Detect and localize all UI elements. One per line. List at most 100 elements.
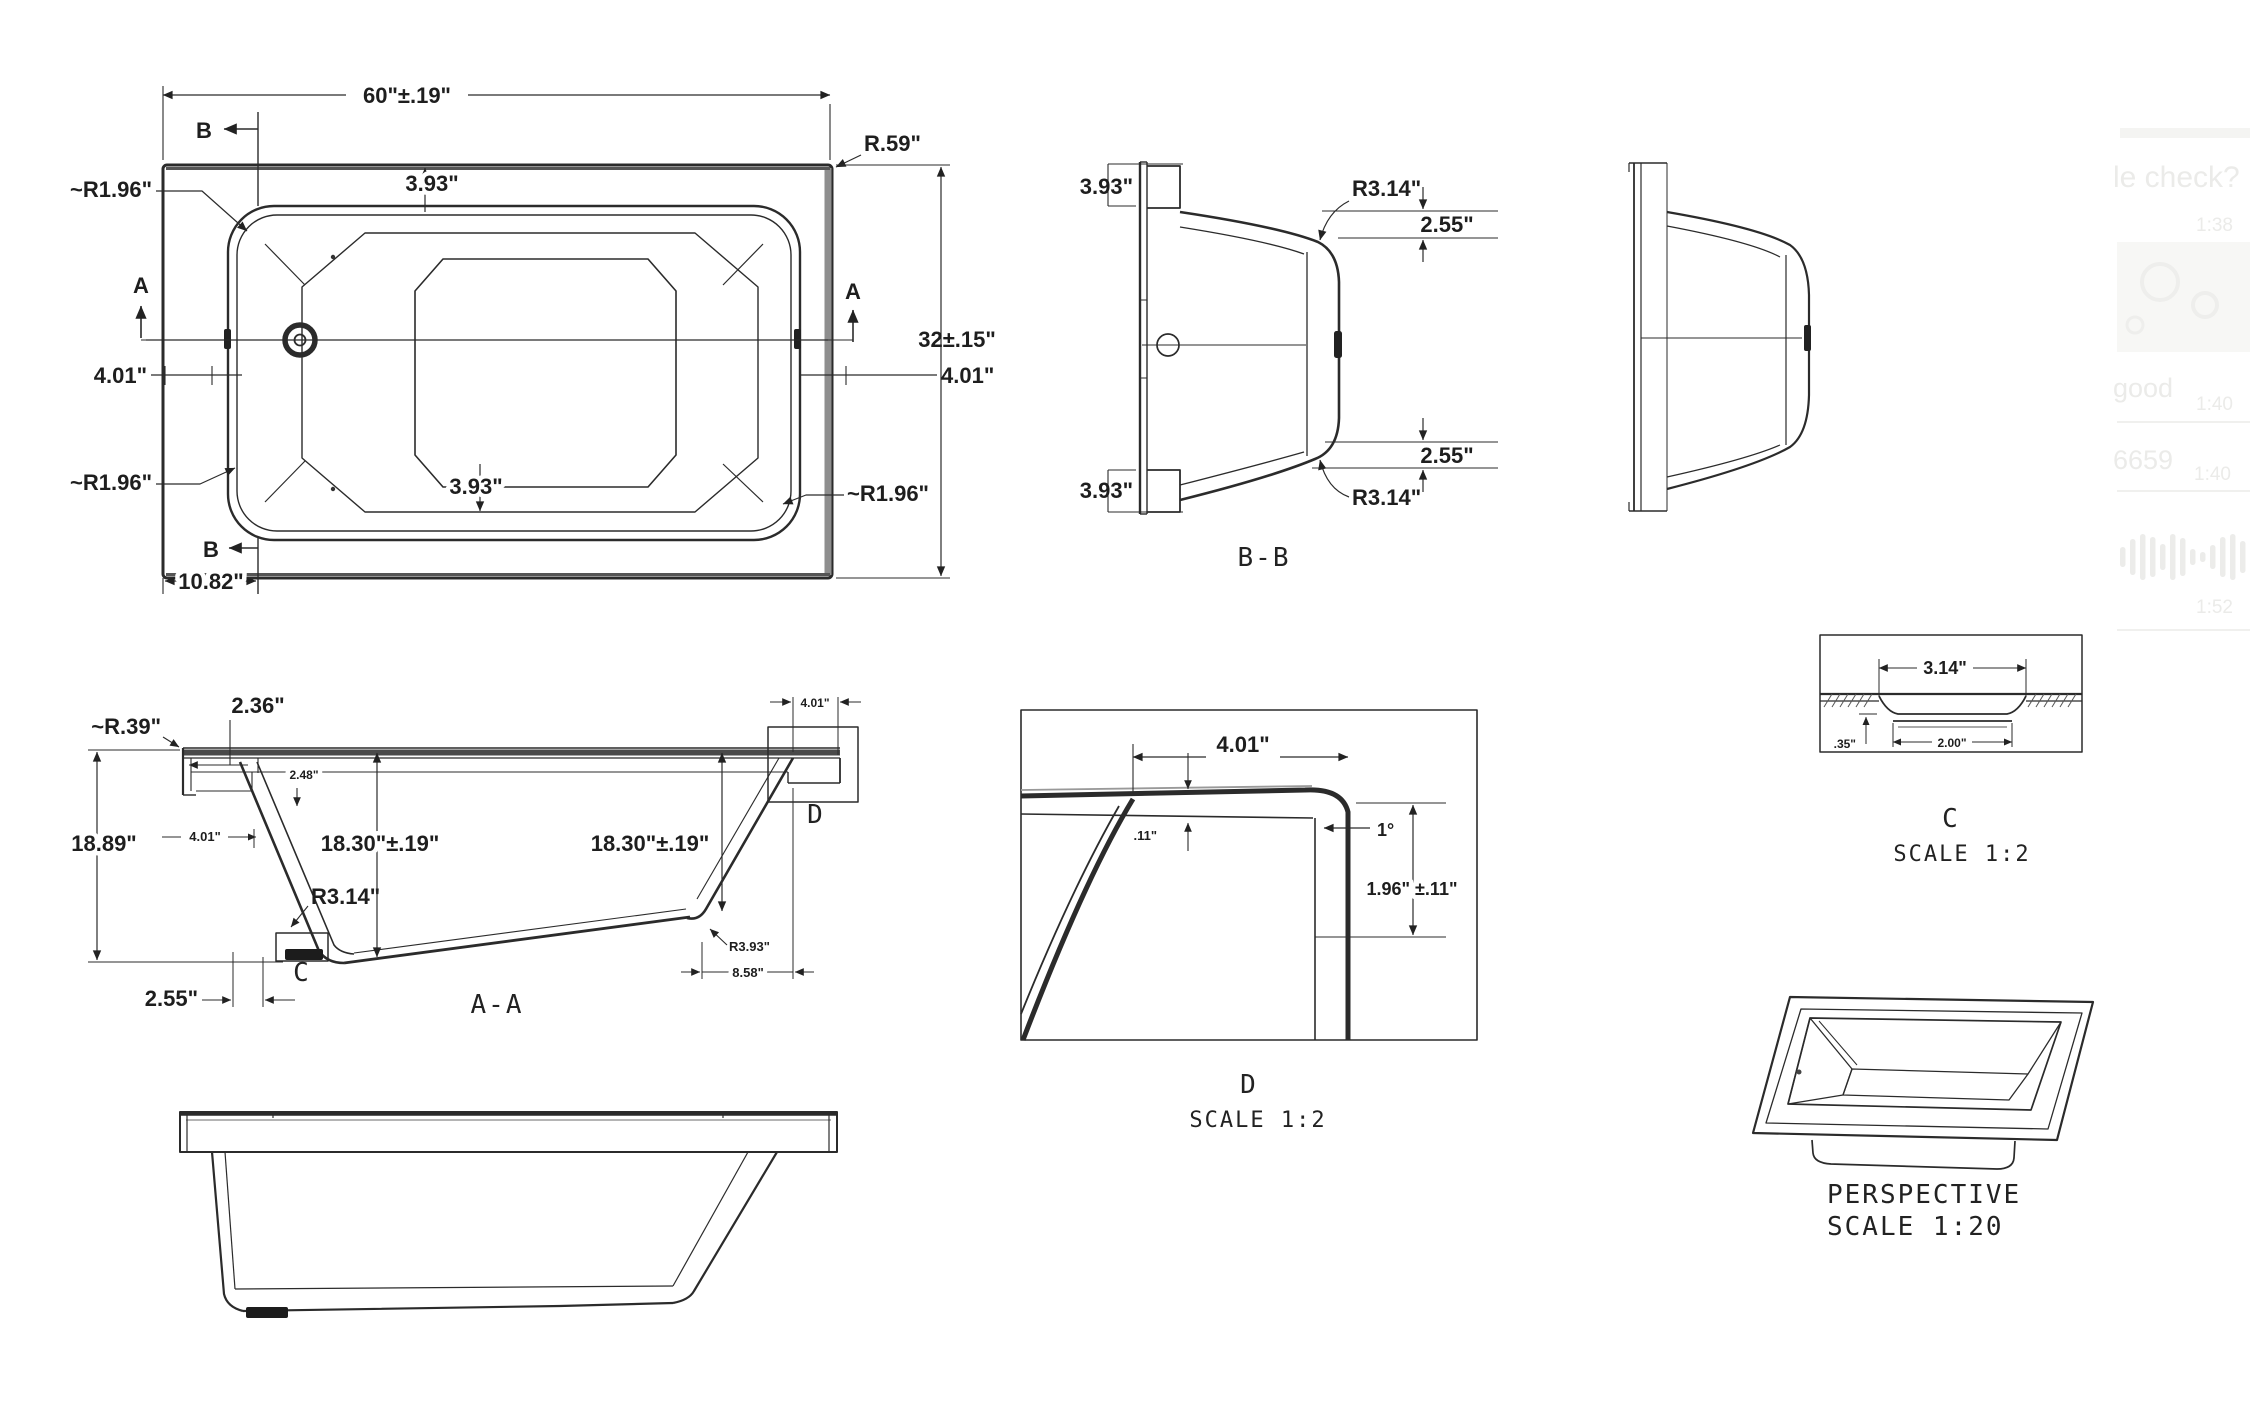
bb-dim-r314-top-label: R3.14" (1352, 176, 1421, 201)
pers-skirt (1811, 1139, 2016, 1170)
wm-message-3: 6659 (2113, 445, 2173, 475)
bb-dim-r314-bot: R3.14" (1318, 459, 1421, 510)
plan-dim-393-bottom-label: 3.93" (449, 474, 502, 499)
aa-drain-recess (285, 949, 323, 960)
plan-dim-r59-label: R.59" (864, 131, 921, 156)
plan-dim-width: 60"±.19" (162, 83, 831, 160)
cc-dim-200-label: 2.00" (1937, 736, 1966, 750)
plan-dim-401-right: 4.01" (799, 363, 994, 388)
aa-detail-d-box (767, 726, 859, 803)
plan-dim-401-right-label: 4.01" (941, 363, 994, 388)
pers-floor (1842, 1068, 2029, 1101)
aa-dim-1830-right-label: 18.30"±.19" (591, 831, 710, 856)
tub-outer-rim (161, 163, 834, 580)
aa-dim-r314-label: R3.14" (311, 884, 380, 909)
bb-dim-r314-top: R3.14" (1318, 176, 1421, 241)
dd-dim-011-label: .11" (1133, 828, 1157, 843)
aa-dim-401-flange: 4.01" (770, 696, 861, 755)
plan-marker-b-bottom: B (203, 537, 219, 562)
bb-tile-flange (1107, 161, 1183, 515)
bb-dim-393-top-label: 3.93" (1080, 174, 1133, 199)
aa-dim-r393-label: R3.93" (729, 939, 770, 954)
dd-view-scale: SCALE 1:2 (1189, 1108, 1326, 1133)
plan-dim-r196-bl-label: ~R1.96" (70, 470, 152, 495)
wm-message-1: le check? (2113, 161, 2240, 194)
detail-d-border (1020, 709, 1478, 1041)
end-elevation-view (1628, 162, 1811, 512)
bb-deck-inner-bottom (1179, 451, 1305, 486)
bb-view-label: B-B (1238, 543, 1291, 573)
plan-dim-height-label: 32±.15" (918, 327, 996, 352)
plan-view: 60"±.19" R.59" B B ~R1.96" ~R1.96" (70, 83, 996, 599)
plan-dim-width-label: 60"±.19" (363, 83, 451, 108)
cc-hatching (1823, 693, 2077, 708)
wm-time-3: 1:40 (2194, 464, 2231, 485)
aa-dim-r393: R3.93" (709, 928, 770, 954)
front-right-wall (672, 1151, 778, 1305)
tub-wall-contour (301, 232, 759, 513)
aa-dim-858-label: 8.58" (732, 965, 763, 980)
dd-dim-011: .11" (1133, 753, 1192, 851)
bb-dim-255-top: 2.55" (1322, 187, 1498, 262)
perspective-view: PERSPECTIVE SCALE 1:20 (1751, 995, 2095, 1242)
plan-dim-401-left: 4.01" (94, 363, 242, 388)
plan-section-a-left: A (133, 273, 284, 341)
end-body-outer (1666, 210, 1811, 491)
cc-dim-035-label: .35" (1834, 737, 1856, 751)
plan-dim-1082: 10.82" (162, 565, 257, 599)
plan-dim-r196-tl-label: ~R1.96" (70, 177, 152, 202)
aa-dim-255-label: 2.55" (145, 986, 198, 1011)
detail-d-view: 4.01" .11" 1° 1.96" ±.11" D SCALE 1:2 (1020, 709, 1478, 1133)
detail-c-view: 3.14" 2.00" .35" C SCALE 1:2 (1819, 634, 2083, 867)
plan-dim-1082-label: 10.82" (178, 569, 243, 594)
cc-drain-recess (1878, 695, 2027, 715)
cc-dim-314-label: 3.14" (1923, 658, 1967, 678)
dd-dim-401-label: 4.01" (1216, 732, 1269, 757)
wm-message-2: good (2113, 373, 2173, 403)
dd-wall-profile (1020, 797, 1136, 1041)
aa-view-label: A-A (471, 990, 524, 1020)
aa-dim-1830-right: 18.30"±.19" (586, 752, 727, 912)
front-left-wall (210, 1151, 244, 1313)
plan-dim-393-bottom: 3.93" (445, 464, 507, 512)
aa-dim-236-label: 2.36" (231, 693, 284, 718)
chat-watermark: le check? 1:38 good 1:40 6659 1:40 1:52 (2113, 128, 2250, 631)
plan-dim-r196-bl: ~R1.96" (70, 467, 236, 495)
tub-opening-outline (226, 204, 802, 542)
aa-right-wall-outer (686, 757, 795, 920)
aa-dim-858: 8.58" (681, 788, 814, 985)
plan-dim-r59: R.59" (835, 131, 921, 168)
aa-dim-r314: R3.14" (290, 884, 380, 928)
dd-dim-draft-label: 1° (1377, 820, 1394, 840)
plan-dim-r196-br: ~R1.96" (782, 481, 929, 506)
aa-detail-c-box (275, 932, 329, 962)
cc-dim-200: 2.00" (1892, 723, 2013, 750)
drain-icon (282, 322, 318, 358)
dd-dim-196-label: 1.96" ±.11" (1366, 879, 1457, 899)
tub-floor-outline (414, 258, 677, 488)
cc-dim-314: 3.14" (1878, 658, 2027, 696)
plan-dim-393-top-label: 3.93" (405, 171, 458, 196)
overflow-mark-left (224, 329, 231, 349)
cc-view-scale: SCALE 1:2 (1893, 842, 2030, 867)
aa-dim-255: 2.55" (145, 952, 295, 1011)
dd-dim-196: 1.96" ±.11" (1315, 802, 1462, 938)
overflow-mark-right (794, 329, 801, 349)
plan-section-b-bottom: B (203, 537, 259, 594)
dd-view-label: D (1240, 1070, 1258, 1100)
aa-dim-r39-label: ~R.39" (91, 714, 161, 739)
aa-dim-1889-label: 18.89" (71, 831, 136, 856)
section-bb-view: 3.93" 3.93" R3.14" 2.55" 2.55" R3.14" B-… (1080, 161, 1498, 573)
plan-dim-401-left-label: 4.01" (94, 363, 147, 388)
plan-marker-a-right: A (845, 279, 861, 304)
aa-dim-1830-left-label: 18.30"±.19" (321, 831, 440, 856)
plan-dim-height: 32±.15" (836, 164, 996, 579)
front-deck (179, 1111, 838, 1153)
dd-dim-draft: 1° (1323, 820, 1394, 840)
tub-opening-inner (236, 214, 792, 532)
bb-overflow-mark (1334, 331, 1342, 358)
aa-dim-401-wall-label: 4.01" (189, 829, 220, 844)
bb-dim-255-bot-label: 2.55" (1420, 443, 1473, 468)
